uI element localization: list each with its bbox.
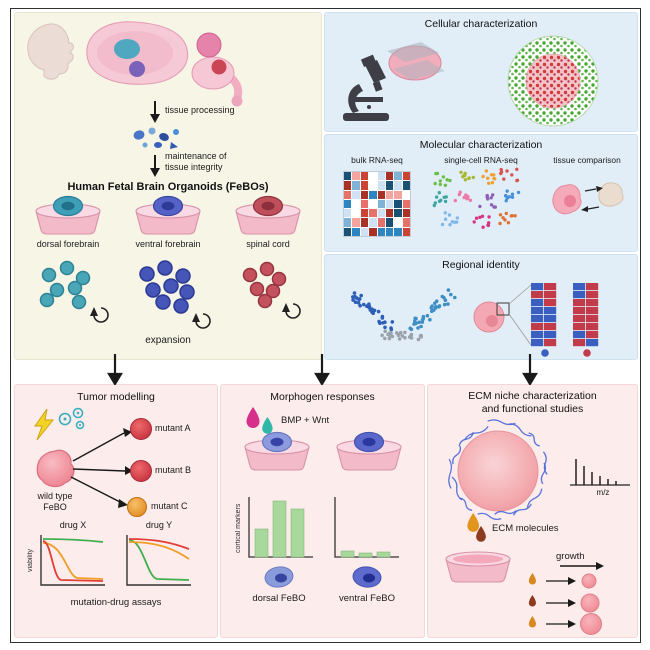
ventral-cell-cluster — [139, 260, 195, 314]
sc-rnaseq-label: single-cell RNA-seq — [444, 155, 518, 165]
tumor-art — [34, 407, 191, 586]
microscope-icon — [343, 54, 389, 121]
step-tissue-processing-label: tissue processing — [165, 105, 235, 115]
drug-y-label: drug Y — [145, 520, 173, 530]
dish-label-spinal: spinal cord — [246, 239, 290, 249]
dorsal-region — [114, 39, 140, 59]
ecm-title: ECM niche characterization and functiona… — [468, 390, 597, 416]
dose-response-plots — [40, 535, 191, 586]
mutant-a-label: mutant A — [155, 423, 191, 433]
bmp-droplet-icon — [246, 407, 260, 428]
febo-art — [27, 21, 301, 329]
regional-organoid-illustration — [473, 284, 532, 346]
dorsal-cell-cluster — [39, 260, 301, 329]
mass-spec-plot — [570, 459, 630, 486]
dish-label-dorsal: dorsal forebrain — [36, 239, 100, 249]
morphogen-art — [244, 407, 402, 588]
mutant-a-blob — [130, 418, 152, 440]
tumor-title: Tumor modelling — [77, 391, 155, 403]
mutation-drug-caption: mutation-drug assays — [70, 597, 162, 608]
growth-label: growth — [556, 551, 585, 562]
wild-type-label: wild type FeBO — [37, 491, 73, 512]
ecm-niche-panel: ECM niche characterization and functiona… — [427, 384, 638, 638]
mutant-c-label: mutant C — [151, 501, 188, 511]
tumor-modelling-panel: Tumor modelling wild type FeBO mutant A … — [14, 384, 218, 638]
dorsal-febo-blob — [264, 566, 294, 588]
stained-section-illustration — [507, 35, 599, 127]
dish-spinal-cord — [235, 195, 301, 235]
dish-dorsal-forebrain — [35, 195, 101, 235]
ecm-droplet-icons — [467, 513, 486, 542]
cellular-title: Cellular characterization — [424, 18, 538, 30]
bulk-rnaseq-label: bulk RNA-seq — [351, 155, 403, 165]
blue-cell-dot — [541, 349, 549, 357]
regional-identity-panel: Regional identity — [324, 254, 638, 360]
fetus-silhouette-icon — [27, 23, 74, 80]
regional-title: Regional identity — [442, 259, 520, 271]
viability-axis-label: viability — [27, 549, 34, 573]
ventral-dish — [336, 431, 402, 471]
ecm-dish — [445, 551, 511, 583]
arrow-down-icon — [150, 101, 160, 123]
sectioned-organoid-illustration — [387, 42, 445, 81]
cellular-art — [343, 35, 599, 127]
dorsal-dish — [244, 431, 310, 471]
growth-assay-rows — [528, 573, 602, 635]
ventral-region — [129, 61, 145, 77]
drug-x-label: drug X — [59, 520, 87, 530]
mutant-c-blob — [127, 497, 147, 517]
ventral-febo-blob — [352, 566, 382, 588]
growth-arrow-icon — [560, 562, 604, 570]
fetal-brain-illustration — [86, 21, 243, 107]
febo-title: Human Fetal Brain Organoids (FeBOs) — [67, 181, 269, 193]
molecular-title: Molecular characterization — [419, 139, 543, 151]
step-maintenance-label: maintenance of tissue integrity — [165, 151, 227, 172]
spinal-cell-cluster — [242, 261, 287, 309]
mutant-b-blob — [130, 460, 152, 482]
ecm-molecules-label: ECM molecules — [492, 523, 559, 534]
morphogen-title: Morphogen responses — [270, 391, 375, 403]
bulk-rnaseq-heatmap — [343, 171, 411, 237]
bmp-wnt-label: BMP + Wnt — [281, 415, 330, 426]
wild-type-febo-blob — [36, 449, 75, 488]
sc-scatter-dots — [432, 167, 521, 229]
ventral-febo-label: ventral FeBO — [339, 593, 395, 604]
dish-label-ventral: ventral forebrain — [135, 239, 201, 249]
ecm-fibers — [448, 419, 548, 521]
mutation-arrows — [70, 432, 126, 504]
tissue-pieces-illustration — [133, 127, 179, 149]
exchange-arrows-icon — [584, 188, 600, 210]
morphogen-responses-panel: Morphogen responses BMP + Wnt cortical m… — [220, 384, 425, 638]
ecm-organoid — [457, 430, 539, 512]
mutagen-icons — [58, 407, 85, 430]
regional-art — [351, 283, 599, 357]
cortical-marker-bar-charts — [248, 497, 399, 558]
cortical-markers-axis-label: cortical markers — [235, 503, 242, 553]
expansion-label: expansion — [145, 335, 191, 346]
hindbrain-region — [211, 59, 227, 75]
red-cell-dot — [583, 349, 591, 357]
dorsal-febo-label: dorsal FeBO — [252, 593, 306, 604]
arrow-down-icon — [150, 155, 160, 177]
zoom-box-icon — [496, 302, 510, 316]
ecm-art — [445, 419, 630, 635]
volcano-dots — [351, 288, 457, 342]
cycle-arrow-icon — [93, 303, 301, 329]
expression-columns — [531, 283, 599, 347]
tissue-comparison-label: tissue comparison — [553, 155, 621, 165]
wnt-droplet-icon — [262, 417, 273, 434]
mz-axis-label: m/z — [596, 488, 610, 497]
febo-generation-panel: tissue processing maintenance of tissue … — [14, 12, 322, 360]
mutant-b-label: mutant B — [155, 465, 192, 475]
molecular-characterization-panel: Molecular characterization bulk RNA-seq … — [324, 134, 638, 252]
lightning-bolt-icon — [34, 408, 55, 441]
tissue-comparison-illustration — [552, 182, 624, 215]
cellular-characterization-panel: Cellular characterization — [324, 12, 638, 132]
molecular-art — [432, 167, 624, 229]
dish-ventral-forebrain — [135, 195, 201, 235]
